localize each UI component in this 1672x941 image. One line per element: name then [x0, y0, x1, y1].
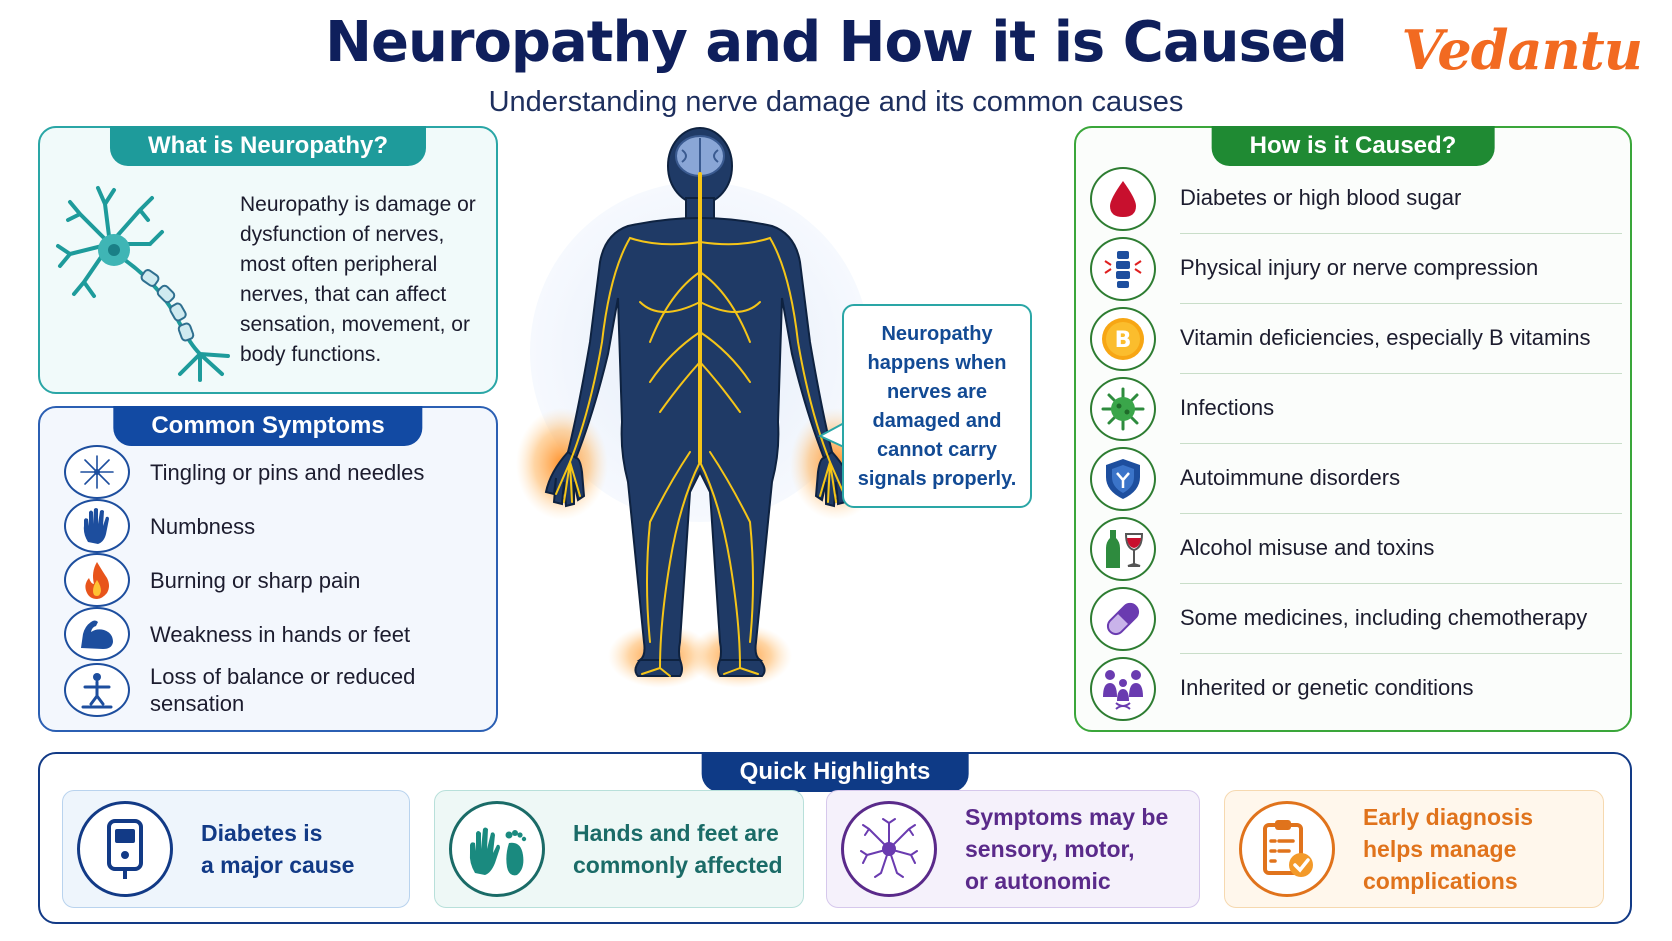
what-is-neuropathy-panel: What is Neuropathy? Neuropathy is damage…: [38, 126, 498, 394]
symptom-label: Weakness in hands or feet: [150, 621, 411, 647]
symptom-item: Loss of balance or reduced sensation: [64, 662, 450, 718]
hand-icon: [64, 499, 130, 553]
symptom-item: Numbness: [64, 499, 450, 553]
cause-item: Physical injury or nerve compression: [1090, 234, 1622, 304]
what-panel-heading: What is Neuropathy?: [109, 126, 427, 166]
cause-item: B Vitamin deficiencies, especially B vit…: [1090, 304, 1622, 374]
cause-item: Some medicines, including chemotherapy: [1090, 584, 1622, 654]
flexed-arm-icon: [64, 607, 130, 661]
cause-label: Autoimmune disorders: [1180, 444, 1622, 514]
cause-item: Infections: [1090, 374, 1622, 444]
highlight-text: Symptoms may be sensory, motor, or auton…: [965, 804, 1169, 894]
spine-icon: [1090, 237, 1156, 301]
cause-item: Diabetes or high blood sugar: [1090, 164, 1622, 234]
cause-label: Vitamin deficiencies, especially B vitam…: [1180, 304, 1622, 374]
hand-foot-icon: [449, 801, 545, 897]
symptom-label: Burning or sharp pain: [150, 567, 361, 593]
cause-item: Autoimmune disorders: [1090, 444, 1622, 514]
highlight-text: Early diagnosis helps manage complicatio…: [1363, 804, 1534, 894]
glucose-meter-icon: [77, 801, 173, 897]
what-description: Neuropathy is damage or dysfunction of n…: [240, 193, 476, 366]
alcohol-icon: [1090, 517, 1156, 581]
virus-icon: [1090, 377, 1156, 441]
highlight-card: Early diagnosis helps manage complicatio…: [1224, 790, 1604, 908]
vitamin-b-icon: B: [1090, 307, 1156, 371]
cause-label: Inherited or genetic conditions: [1180, 675, 1474, 700]
symptom-label: Tingling or pins and needles: [150, 459, 425, 485]
page-subtitle: Understanding nerve damage and its commo…: [488, 86, 1184, 118]
causes-panel-heading: How is it Caused?: [1211, 126, 1495, 166]
symptoms-panel-heading: Common Symptoms: [113, 406, 423, 446]
cause-item: Alcohol misuse and toxins: [1090, 514, 1622, 584]
cause-item: Inherited or genetic conditions: [1090, 654, 1622, 724]
flame-icon: [64, 553, 130, 607]
family-dna-icon: [1090, 657, 1156, 721]
pins-needles-icon: [64, 445, 130, 499]
vitamin-b-badge: B: [1115, 328, 1132, 353]
symptom-label: Numbness: [150, 513, 256, 539]
vedantu-logo[interactable]: Vedantu: [1401, 18, 1643, 82]
quick-highlights-panel: Quick Highlights Diabetes is a major cau…: [38, 752, 1632, 924]
neuropathy-callout: Neuropathy happens when nerves are damag…: [842, 304, 1032, 508]
blood-drop-icon: [1090, 167, 1156, 231]
cause-label: Alcohol misuse and toxins: [1180, 514, 1622, 584]
highlight-card: Diabetes is a major cause: [62, 790, 410, 908]
highlight-card: Hands and feet are commonly affected: [434, 790, 804, 908]
symptom-item: Burning or sharp pain: [64, 553, 450, 607]
shield-icon: [1090, 447, 1156, 511]
balance-person-icon: [64, 663, 130, 717]
highlights-panel-heading: Quick Highlights: [701, 752, 969, 792]
pill-icon: [1090, 587, 1156, 651]
symptom-item: Tingling or pins and needles: [64, 445, 450, 499]
symptom-item: Weakness in hands or feet: [64, 607, 450, 661]
symptom-label: Loss of balance or reduced sensation: [150, 664, 416, 716]
nerve-network: [555, 172, 845, 677]
neuron-network-icon: [841, 801, 937, 897]
how-is-it-caused-panel: How is it Caused? Diabetes or high blood…: [1074, 126, 1632, 732]
page-title: Neuropathy and How it is Caused: [325, 10, 1348, 75]
cause-label: Physical injury or nerve compression: [1180, 234, 1622, 304]
highlight-text: Diabetes is a major cause: [201, 820, 355, 878]
clipboard-check-icon: [1239, 801, 1335, 897]
callout-pointer: [818, 421, 846, 449]
neuron-icon: [56, 186, 230, 382]
highlight-card: Symptoms may be sensory, motor, or auton…: [826, 790, 1200, 908]
cause-label: Infections: [1180, 374, 1622, 444]
common-symptoms-panel: Common Symptoms Tingling or pins and nee…: [38, 406, 498, 732]
cause-label: Some medicines, including chemotherapy: [1180, 584, 1622, 654]
highlight-text: Hands and feet are commonly affected: [573, 820, 783, 878]
cause-label: Diabetes or high blood sugar: [1180, 164, 1622, 234]
